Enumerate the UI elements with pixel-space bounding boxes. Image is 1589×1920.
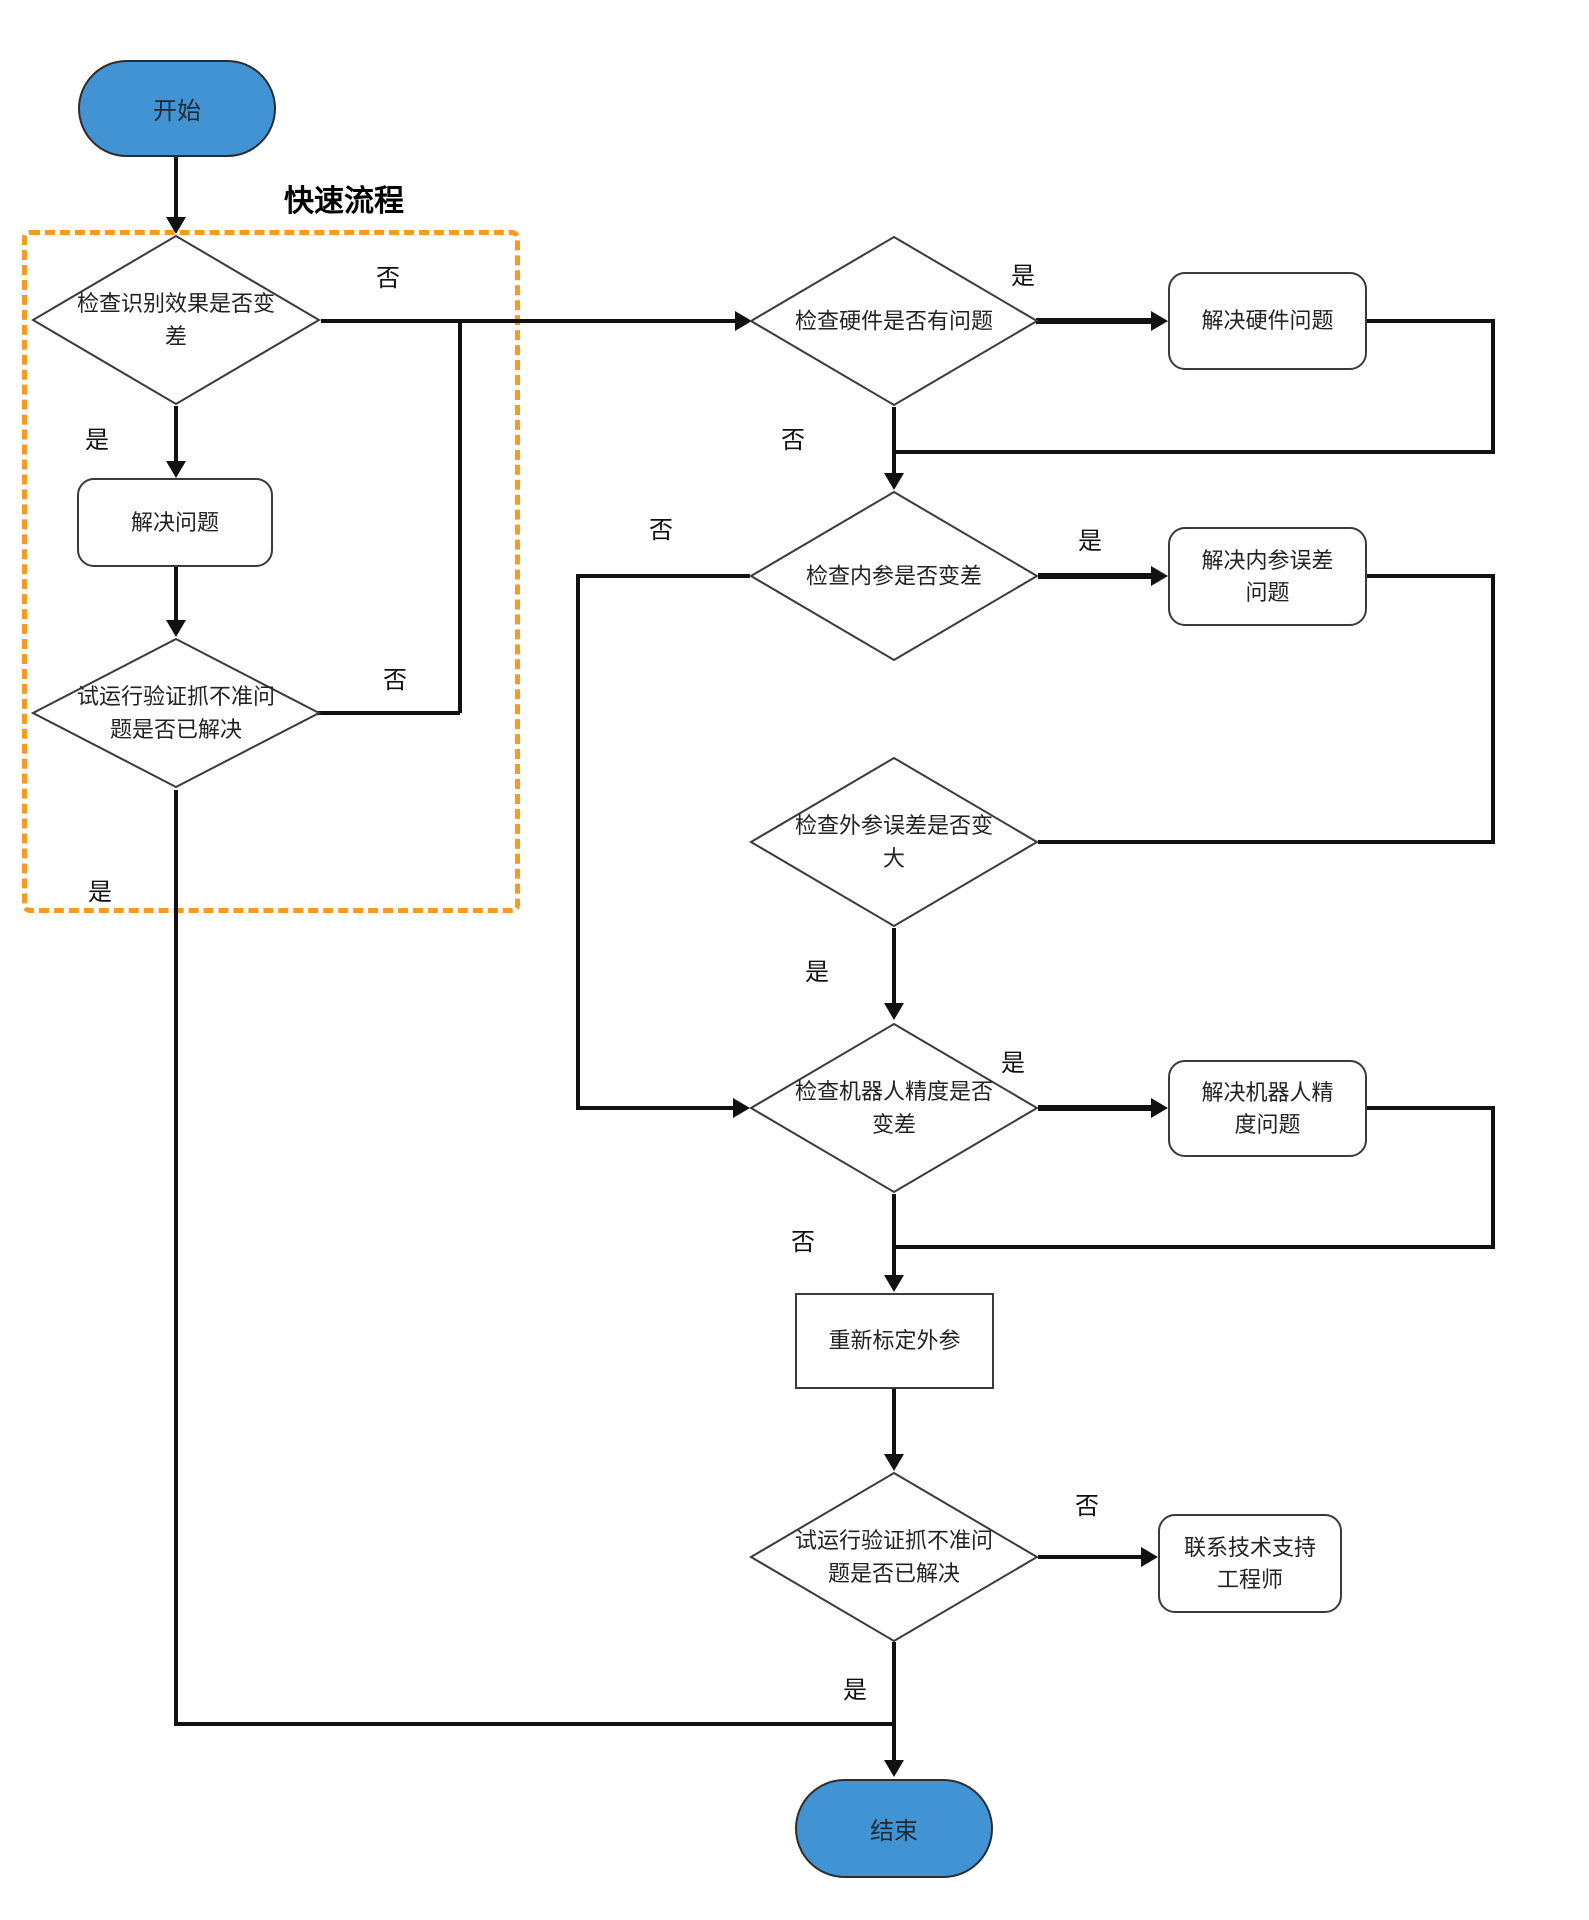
flow-line — [1038, 573, 1153, 579]
flow-line — [1491, 319, 1495, 454]
decision-check-hardware-label: 检查硬件是否有问题 — [794, 308, 993, 334]
process-solve-problem: 解决问题 — [77, 478, 273, 567]
process-recalibrate-extrinsic: 重新标定外参 — [795, 1293, 994, 1389]
arrowhead — [1141, 1547, 1158, 1567]
flow-line — [578, 574, 750, 578]
start-node-label: 开始 — [153, 98, 201, 125]
arrowhead — [166, 217, 186, 234]
flow-line — [174, 790, 178, 1726]
end-node: 结束 — [795, 1779, 993, 1878]
diamond-shape-icon — [749, 490, 1039, 662]
decision-trial-run-2-label: 试运行验证抓不准问题是否已解决 — [794, 1528, 993, 1586]
arrowhead — [884, 1275, 904, 1292]
edge-label-no: 否 — [383, 667, 407, 694]
edge-label-no: 否 — [791, 1229, 815, 1256]
diamond-shape-icon — [31, 234, 321, 406]
flow-line — [892, 1389, 896, 1455]
edge-label-no: 否 — [1075, 1493, 1099, 1520]
arrowhead — [1151, 566, 1168, 586]
flow-line — [892, 450, 1495, 454]
flow-line — [576, 574, 580, 1110]
edge-label-yes: 是 — [1011, 263, 1035, 290]
flow-line — [892, 407, 896, 475]
process-solve-intrinsic: 解决内参误差问题 — [1168, 527, 1367, 626]
arrowhead — [166, 461, 186, 478]
arrowhead — [733, 1098, 750, 1118]
decision-check-hardware: 检查硬件是否有问题 — [749, 235, 1039, 407]
decision-check-robot-label: 检查机器人精度是否变差 — [794, 1079, 993, 1137]
process-solve-hardware-label: 解决硬件问题 — [1201, 308, 1334, 334]
arrowhead — [735, 311, 752, 331]
decision-check-extrinsic-label: 检查外参误差是否变大 — [794, 813, 993, 871]
decision-check-recognition-label: 检查识别效果是否变差 — [76, 291, 275, 349]
flow-line — [892, 928, 896, 1004]
flow-line — [578, 1106, 734, 1110]
flow-line — [1036, 318, 1153, 324]
process-solve-robot: 解决机器人精度问题 — [1168, 1060, 1367, 1157]
flow-line — [1491, 574, 1495, 844]
decision-check-extrinsic: 检查外参误差是否变大 — [749, 756, 1039, 928]
flow-line — [317, 711, 460, 715]
flow-line — [1367, 1106, 1495, 1110]
flow-line — [1038, 840, 1493, 844]
flow-line — [1367, 574, 1495, 578]
flow-line — [1491, 1106, 1495, 1249]
decision-check-intrinsic: 检查内参是否变差 — [749, 490, 1039, 662]
edge-label-yes: 是 — [85, 427, 109, 454]
arrowhead — [1151, 311, 1168, 331]
flow-line — [1038, 1555, 1142, 1559]
edge-label-yes: 是 — [88, 879, 112, 906]
diamond-shape-icon — [749, 235, 1039, 407]
flow-line — [892, 1642, 896, 1761]
arrowhead — [884, 473, 904, 490]
diamond-shape-icon — [749, 1471, 1039, 1643]
decision-trial-run-1-label: 试运行验证抓不准问题是否已解决 — [76, 684, 275, 742]
decision-trial-run-2: 试运行验证抓不准问题是否已解决 — [749, 1471, 1039, 1643]
flow-line — [174, 406, 178, 462]
flow-line — [458, 321, 462, 713]
start-node: 开始 — [78, 60, 276, 157]
edge-label-yes: 是 — [1078, 528, 1102, 555]
edge-label-no: 否 — [376, 265, 400, 292]
process-recalibrate-extrinsic-label: 重新标定外参 — [828, 1328, 961, 1354]
edge-label-yes: 是 — [805, 959, 829, 986]
arrowhead — [166, 620, 186, 637]
arrowhead — [884, 1454, 904, 1471]
decision-check-recognition: 检查识别效果是否变差 — [31, 234, 321, 406]
diamond-shape-icon — [749, 1022, 1039, 1194]
flow-line — [321, 319, 738, 323]
end-node-label: 结束 — [870, 1818, 918, 1845]
decision-check-robot: 检查机器人精度是否变差 — [749, 1022, 1039, 1194]
edge-label-yes: 是 — [1001, 1050, 1025, 1077]
flow-line — [1367, 319, 1495, 323]
decision-check-intrinsic-label: 检查内参是否变差 — [805, 563, 982, 589]
flow-line — [892, 1245, 1495, 1249]
process-contact-support-label: 联系技术支持工程师 — [1183, 1534, 1316, 1592]
flow-line — [174, 157, 178, 219]
process-solve-hardware: 解决硬件问题 — [1168, 272, 1367, 370]
flow-line — [174, 567, 178, 621]
flow-line — [174, 1722, 896, 1726]
process-solve-intrinsic-label: 解决内参误差问题 — [1201, 547, 1334, 605]
process-solve-robot-label: 解决机器人精度问题 — [1201, 1079, 1334, 1137]
diamond-shape-icon — [749, 756, 1039, 928]
quick-process-group-box — [22, 230, 520, 913]
process-solve-problem-label: 解决问题 — [130, 509, 219, 535]
process-contact-support: 联系技术支持工程师 — [1158, 1514, 1342, 1613]
quick-process-group-title: 快速流程 — [284, 185, 404, 218]
edge-label-no: 否 — [649, 517, 673, 544]
arrowhead — [1151, 1098, 1168, 1118]
flow-line — [1038, 1105, 1153, 1111]
flow-line — [892, 1194, 896, 1276]
arrowhead — [884, 1760, 904, 1777]
edge-label-yes: 是 — [843, 1677, 867, 1704]
diamond-shape-icon — [31, 637, 321, 789]
edge-label-no: 否 — [781, 427, 805, 454]
decision-trial-run-1: 试运行验证抓不准问题是否已解决 — [31, 637, 321, 789]
arrowhead — [884, 1003, 904, 1020]
